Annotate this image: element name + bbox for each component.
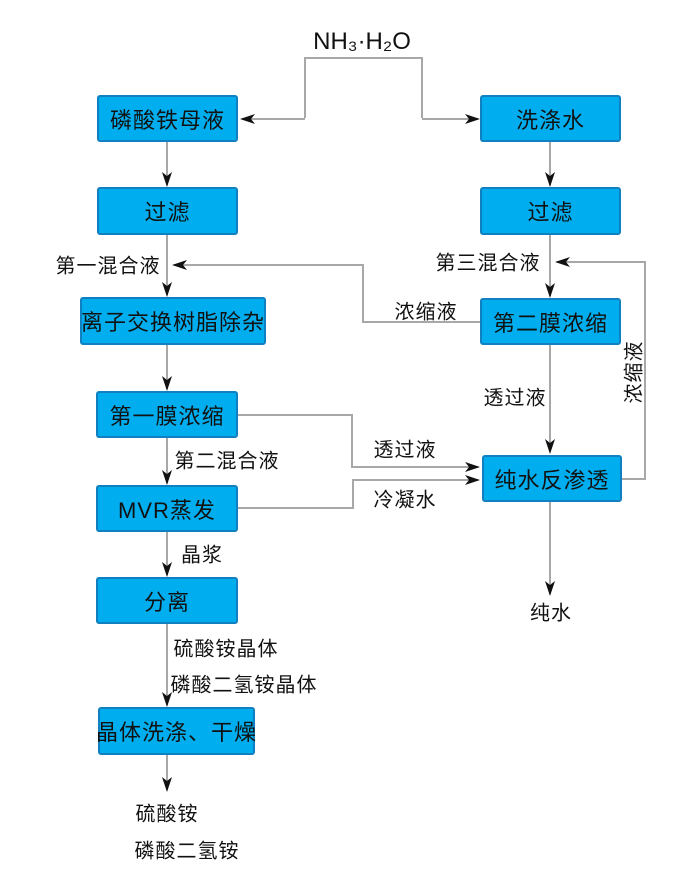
label-permeate-right-column: 透过液	[483, 387, 547, 410]
label-crystal-slurry: 晶浆	[181, 544, 223, 567]
label-concentrate-recycle-vertical: 浓缩液	[623, 340, 646, 404]
process-box-crystal-washing-drying: 晶体洗涤、干燥	[96, 707, 256, 755]
process-box-iron-phosphate-mother-liquor: 磷酸铁母液	[97, 95, 238, 142]
label-pure-water: 纯水	[530, 602, 572, 625]
process-box-pure-water-reverse-osmosis: 纯水反渗透	[482, 455, 622, 502]
label-concentrate-left: 浓缩液	[394, 301, 458, 324]
process-box-second-membrane-concentration: 第二膜浓缩	[480, 298, 621, 345]
label-permeate-middle: 透过液	[373, 439, 437, 462]
label-condensate-water: 冷凝水	[373, 489, 437, 512]
edges-group	[162, 57, 646, 792]
process-box-mvr-evaporation: MVR蒸发	[96, 485, 238, 532]
label-monoammonium-phosphate-crystals: 磷酸二氢铵晶体	[170, 674, 318, 697]
label-ammonia-water: NH₃·H₂O	[313, 28, 411, 55]
process-box-filter-left: 过滤	[97, 187, 238, 235]
process-box-separation: 分离	[96, 577, 238, 624]
label-monoammonium-phosphate: 磷酸二氢铵	[134, 840, 240, 863]
edge-concentrate-to-first-mixture	[172, 260, 480, 323]
edge-ro-concentrate-recycle	[555, 257, 646, 480]
edge-permeate-to-ro	[238, 414, 480, 472]
edge-ammonia-bridge	[304, 57, 423, 118]
label-first-mixture: 第一混合液	[55, 255, 161, 278]
label-ammonium-sulfate: 硫酸铵	[135, 803, 199, 826]
process-box-washing-water: 洗涤水	[480, 95, 621, 142]
edge-condensate-to-ro	[238, 475, 480, 509]
label-ammonium-sulfate-crystals: 硫酸铵晶体	[173, 638, 279, 661]
label-second-mixture: 第二混合液	[174, 450, 280, 473]
process-box-ion-exchange-resin: 离子交换树脂除杂	[80, 297, 266, 345]
process-box-first-membrane-concentration: 第一膜浓缩	[96, 391, 238, 438]
label-third-mixture: 第三混合液	[435, 252, 541, 275]
process-box-filter-right: 过滤	[480, 187, 621, 235]
